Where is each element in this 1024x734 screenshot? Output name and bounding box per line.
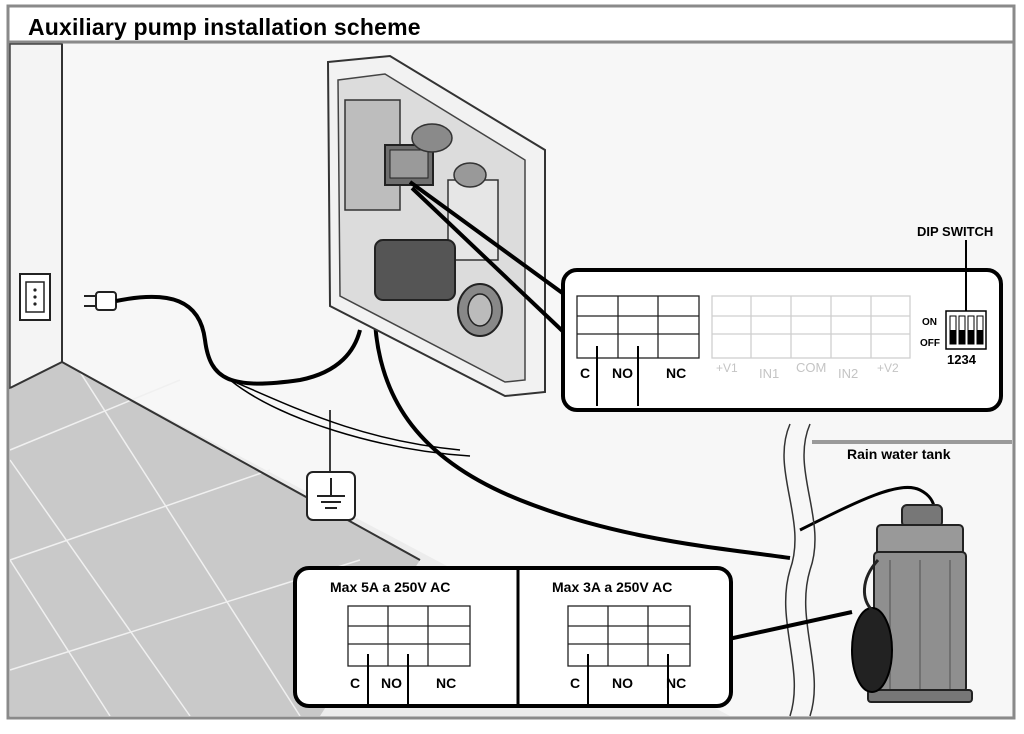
dip-switch-label: DIP SWITCH — [917, 224, 993, 239]
top-terminal-label-nc: NC — [666, 365, 686, 381]
dip-switch — [945, 310, 987, 350]
relay-right-label-c: C — [570, 675, 580, 691]
internal-pump-motor — [374, 239, 456, 301]
relay-right-label-no: NO — [612, 675, 633, 691]
submersible-pump — [851, 504, 973, 703]
power-plug-icon — [84, 291, 117, 311]
top-terminal-callout: C NO NC +V1 IN1 COM IN2 +V2 ON OFF 1234 — [561, 240, 1003, 412]
title-bar: Auxiliary pump installation scheme — [8, 6, 1014, 42]
cables — [115, 294, 936, 560]
dip-off-label: OFF — [920, 338, 940, 349]
dip-on-label: ON — [922, 317, 937, 328]
floor-edge-left — [9, 361, 63, 389]
top-terminal-label-c: C — [580, 365, 590, 381]
terminal-label-in1: IN1 — [759, 366, 779, 381]
terminal-label-com: COM — [796, 360, 826, 375]
relay-left-label-c: C — [350, 675, 360, 691]
floor-edge-right — [61, 361, 421, 561]
relay-left-rating: Max 5A a 250V AC — [330, 579, 450, 595]
terminal-label-in2: IN2 — [838, 366, 858, 381]
relay-right-terminal-block — [567, 605, 691, 667]
title-bar-bg — [6, 4, 1016, 44]
relay-left-label-no: NO — [381, 675, 402, 691]
callout-leaders — [408, 180, 574, 342]
top-terminal-label-no: NO — [612, 365, 633, 381]
bottom-relay-callout: Max 5A a 250V AC C NO NC Max 3A a 250V A… — [293, 566, 853, 708]
page-title: Auxiliary pump installation scheme — [28, 14, 421, 40]
relay-right-rating: Max 3A a 250V AC — [552, 579, 672, 595]
terminal-label-v2: +V2 — [877, 361, 899, 375]
control-unit — [326, 54, 546, 398]
wall-socket-icon — [19, 273, 51, 321]
floor-tile-lines — [9, 371, 361, 717]
relay-right-label-nc: NC — [666, 675, 686, 691]
ground-symbol-icon — [306, 471, 356, 521]
inactive-terminal-block — [711, 295, 911, 359]
tank-wall — [783, 423, 1012, 717]
left-wall — [9, 43, 63, 390]
bottom-callout-leader — [723, 610, 853, 642]
float-switch — [851, 607, 893, 693]
relay-left-label-nc: NC — [436, 675, 456, 691]
terminal-label-v1: +V1 — [716, 361, 738, 375]
dip-numbers: 1234 — [947, 352, 977, 367]
tank-label: Rain water tank — [847, 446, 951, 462]
